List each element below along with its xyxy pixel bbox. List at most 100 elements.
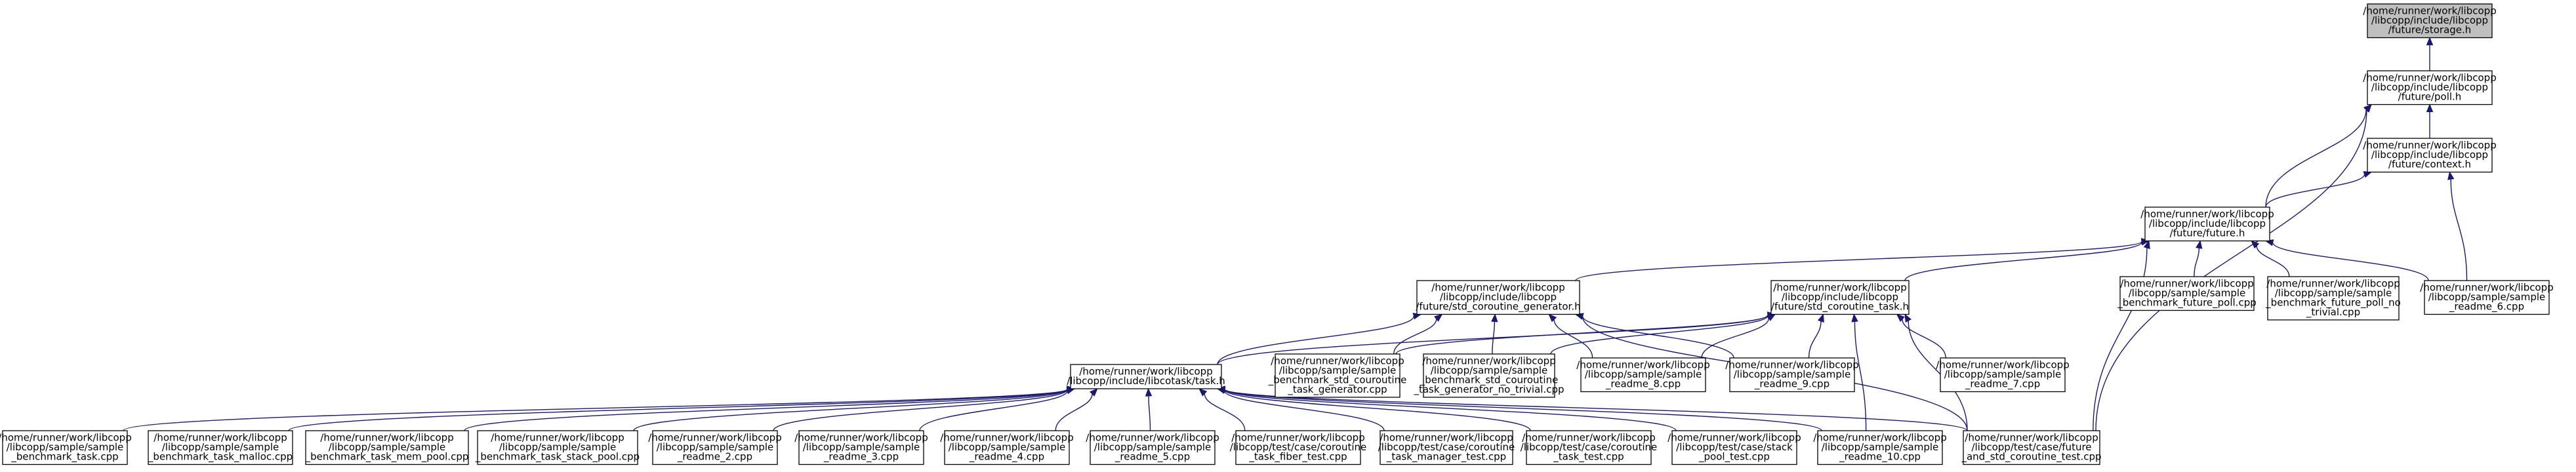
node-label-line: _trivial.cpp — [2306, 306, 2360, 319]
node-context[interactable]: /home/runner/work/libcopp/libcopp/includ… — [2363, 138, 2497, 173]
node-readme_9[interactable]: /home/runner/work/libcopp/libcopp/sample… — [1725, 357, 1859, 393]
node-readme_5[interactable]: /home/runner/work/libcopp/libcopp/sample… — [1086, 430, 1219, 465]
node-benchmark_task[interactable]: /home/runner/work/libcopp/libcopp/sample… — [0, 430, 132, 465]
node-benchmark_task_malloc[interactable]: /home/runner/work/libcopp/libcopp/sample… — [148, 430, 293, 465]
node-label-line: _pool_test.cpp — [1698, 451, 1770, 463]
arrowhead-icon — [1491, 313, 1498, 323]
node-readme_7[interactable]: /home/runner/work/libcopp/libcopp/sample… — [1936, 357, 2070, 393]
edge-coroutine_task_fiber_test-to-task_h — [1198, 388, 1246, 431]
arrowhead-icon — [2143, 240, 2150, 250]
edge-line — [464, 389, 1068, 431]
node-label-line: /home/runner/work/libcopp — [2363, 140, 2496, 151]
edge-benchmark_future_poll-to-future — [2194, 240, 2203, 277]
node-label-line: /home/runner/work/libcopp — [2420, 282, 2553, 294]
node-benchmark_task_stack_pool[interactable]: /home/runner/work/libcopp/libcopp/sample… — [475, 430, 640, 465]
node-label-line: /home/runner/work/libcopp — [648, 432, 781, 444]
edge-line — [288, 388, 1068, 431]
node-readme_6[interactable]: /home/runner/work/libcopp/libcopp/sample… — [2420, 280, 2554, 315]
node-benchmark_std_couroutine_task_generator_no_trivial[interactable]: /home/runner/work/libcopp/libcopp/sample… — [1413, 353, 1564, 398]
node-label-line: /libcopp/sample/sample — [2428, 291, 2546, 303]
edge-line — [2093, 248, 2148, 431]
node-readme_8[interactable]: /home/runner/work/libcopp/libcopp/sample… — [1576, 357, 1710, 393]
node-poll[interactable]: /home/runner/work/libcopp/libcopp/includ… — [2363, 70, 2497, 106]
node-std_coroutine_generator[interactable]: /home/runner/work/libcopp/libcopp/includ… — [1416, 280, 1581, 315]
arrowhead-icon — [1896, 313, 1905, 323]
node-label-line: _benchmark_task_stack_pool.cpp — [475, 451, 640, 463]
node-label-line: /libcopp/sample/sample — [1944, 368, 2062, 380]
edge-readme_9-to-std_coroutine_generator — [1574, 313, 1734, 359]
node-label-line: /home/runner/work/libcopp — [0, 432, 132, 444]
node-label-line: /home/runner/work/libcopp — [1422, 355, 1555, 367]
node-box — [944, 430, 1070, 465]
node-coroutine_task_test[interactable]: /home/runner/work/libcopp/libcopp/test/c… — [1521, 430, 1658, 465]
node-future[interactable]: /home/runner/work/libcopp/libcopp/includ… — [2140, 206, 2274, 242]
node-label-line: _task_generator.cpp — [1287, 384, 1387, 396]
node-task_h[interactable]: /home/runner/work/libcopp/libcopp/includ… — [1067, 364, 1225, 389]
node-box — [1963, 430, 2100, 465]
node-label-line: /libcopp/include/libcopp — [2371, 14, 2488, 26]
node-benchmark_future_poll[interactable]: /home/runner/work/libcopp/libcopp/sample… — [2117, 276, 2257, 311]
node-label-line: _benchmark_task.cpp — [10, 451, 118, 463]
node-label-line: /home/runner/work/libcopp — [1725, 359, 1858, 371]
node-box — [477, 430, 638, 465]
node-stack_pool_test[interactable]: /home/runner/work/libcopp/libcopp/test/c… — [1667, 430, 1801, 465]
edge-line — [1224, 389, 1531, 431]
node-label-line: /future/std_coroutine_generator.h — [1416, 301, 1580, 313]
node-label-line: /home/runner/work/libcopp — [2363, 5, 2496, 17]
node-label-line: /libcopp/include/libcopp — [2149, 218, 2266, 229]
node-box — [1770, 280, 1910, 315]
node-box — [1817, 430, 1943, 465]
edge-line — [773, 389, 1068, 431]
node-readme_4[interactable]: /home/runner/work/libcopp/libcopp/sample… — [940, 430, 1074, 465]
edge-readme_8-to-std_coroutine_generator — [1548, 313, 1593, 359]
node-label-line: /libcopp/test/case/coroutine — [1521, 441, 1658, 453]
node-label-line: /home/runner/work/libcopp — [1667, 432, 1801, 444]
edge-line — [1055, 393, 1093, 431]
edge-line — [919, 390, 1069, 431]
node-box — [652, 430, 778, 465]
node-readme_3[interactable]: /home/runner/work/libcopp/libcopp/sample… — [794, 430, 928, 465]
edge-line — [2265, 109, 2367, 208]
node-benchmark_std_couroutine_task_generator[interactable]: /home/runner/work/libcopp/libcopp/sample… — [1268, 353, 1407, 398]
arrowhead-icon — [1198, 388, 1208, 397]
node-box — [2367, 70, 2493, 106]
node-label-line: /libcopp/sample/sample — [1585, 368, 1702, 380]
node-label-line: /libcopp/include/libcopp — [1440, 291, 1557, 303]
node-box — [1580, 357, 1706, 393]
edge-line — [1582, 316, 1734, 359]
node-label-line: _readme_4.cpp — [969, 451, 1044, 463]
edge-benchmark_future_poll_no_trivial-to-future — [2251, 240, 2290, 277]
node-label-line: /libcopp/include/libcotask/task.h — [1067, 375, 1225, 387]
node-coroutine_task_manager_test[interactable]: /home/runner/work/libcopp/libcopp/test/c… — [1378, 430, 1515, 465]
node-std_coroutine_task[interactable]: /home/runner/work/libcopp/libcopp/includ… — [1770, 280, 1910, 315]
edge-line — [1224, 389, 1677, 431]
node-label-line: /home/runner/work/libcopp — [2363, 72, 2496, 84]
node-label-line: /libcopp/include/libcopp — [2371, 81, 2488, 93]
edge-line — [1204, 393, 1246, 431]
node-label-line: /libcopp/sample/sample — [1094, 441, 1212, 453]
edge-line — [1393, 319, 1437, 355]
node-coroutine_task_fiber_test[interactable]: /home/runner/work/libcopp/libcopp/test/c… — [1230, 430, 1367, 465]
edge-context-to-poll — [2426, 104, 2434, 138]
node-benchmark_future_poll_no_trivial[interactable]: /home/runner/work/libcopp/libcopp/sample… — [2265, 276, 2401, 321]
edge-poll-to-storage — [2426, 37, 2434, 71]
node-label-line: /libcopp/sample/sample — [7, 441, 124, 453]
node-label-line: /home/runner/work/libcopp — [2140, 208, 2274, 220]
edge-line — [1492, 321, 1496, 355]
edge-line — [2450, 179, 2468, 281]
node-box — [1671, 430, 1797, 465]
node-future_and_std_coroutine_test[interactable]: /home/runner/work/libcopp/libcopp/test/c… — [1961, 430, 2102, 465]
edge-readme_8-to-std_coroutine_task — [1701, 313, 1776, 359]
node-box — [798, 430, 924, 465]
node-label-line: /libcopp/sample/sample — [329, 441, 446, 453]
edge-line — [1224, 389, 1822, 431]
edge-line — [1904, 241, 2142, 281]
node-label-line: /home/runner/work/libcopp — [2266, 278, 2400, 290]
node-label-line: /home/runner/work/libcopp — [1231, 432, 1364, 444]
node-benchmark_task_mem_pool[interactable]: /home/runner/work/libcopp/libcopp/sample… — [305, 430, 469, 465]
edge-readme_3-to-task_h — [919, 387, 1076, 431]
node-readme_2[interactable]: /home/runner/work/libcopp/libcopp/sample… — [648, 430, 782, 465]
node-label-line: /home/runner/work/libcopp — [1079, 366, 1212, 378]
node-readme_10[interactable]: /home/runner/work/libcopp/libcopp/sample… — [1813, 430, 1947, 465]
edge-std_coroutine_generator-to-future — [1575, 238, 2150, 281]
